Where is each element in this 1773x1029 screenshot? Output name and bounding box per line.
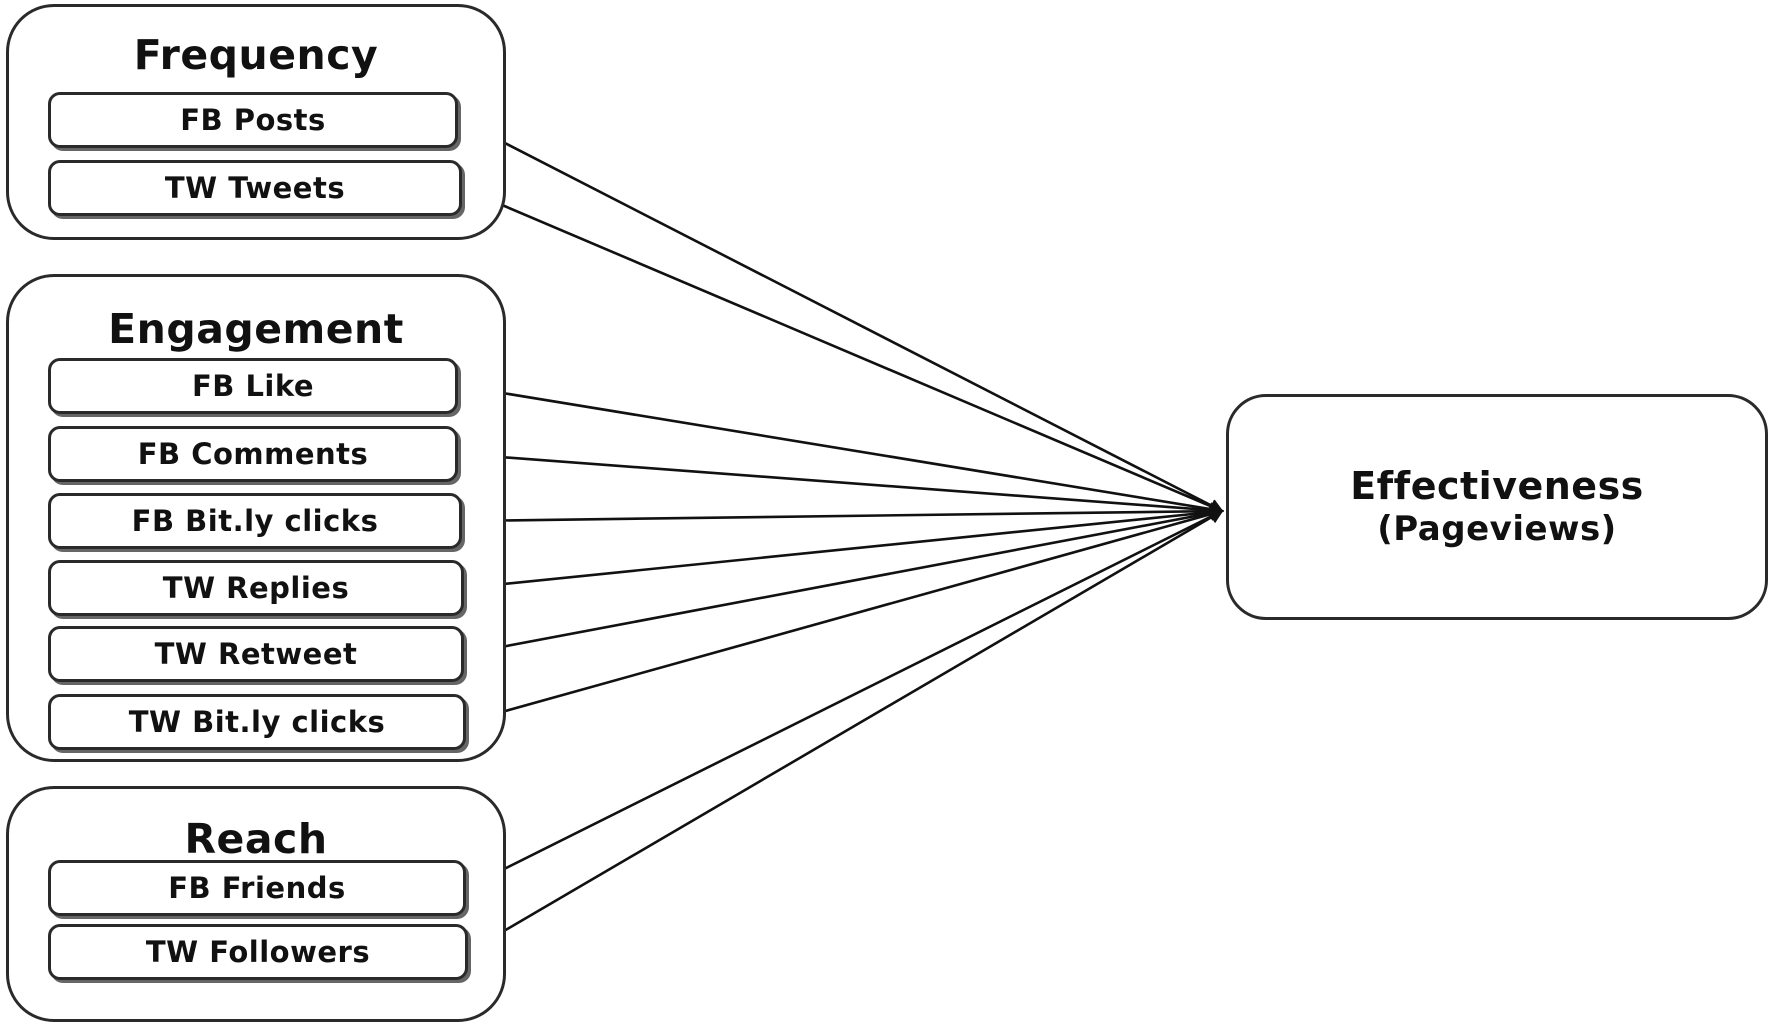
arrow-engagement-tw-replies xyxy=(463,505,1224,590)
group-title-engagement: Engagement xyxy=(108,305,404,353)
arrow-engagement-tw-retweet xyxy=(463,506,1224,656)
arrow-frequency-fb-posts xyxy=(459,118,1224,513)
item-fb-bitly-clicks: FB Bit.ly clicks xyxy=(48,493,462,549)
item-fb-like: FB Like xyxy=(48,358,458,414)
item-tw-bitly-clicks: TW Bit.ly clicks xyxy=(48,694,466,750)
target-effectiveness: Effectiveness (Pageviews) xyxy=(1226,394,1768,620)
arrow-reach-fb-friends xyxy=(465,509,1224,890)
arrow-engagement-tw-bitly xyxy=(465,507,1224,724)
arrow-frequency-tw-tweets xyxy=(461,186,1224,513)
item-tw-followers: TW Followers xyxy=(48,924,468,980)
target-title: Effectiveness xyxy=(1350,463,1644,508)
item-tw-replies: TW Replies xyxy=(48,560,464,616)
item-tw-tweets: TW Tweets xyxy=(48,160,462,216)
group-title-reach: Reach xyxy=(184,815,328,863)
target-subtitle: (Pageviews) xyxy=(1377,509,1617,550)
arrow-engagement-fb-like xyxy=(459,384,1224,516)
arrow-engagement-fb-comments xyxy=(459,452,1224,518)
group-title-frequency: Frequency xyxy=(133,31,379,79)
arrow-reach-tw-followers xyxy=(467,509,1224,954)
item-tw-retweet: TW Retweet xyxy=(48,626,464,682)
arrow-engagement-fb-bitly xyxy=(461,504,1224,523)
item-fb-friends: FB Friends xyxy=(48,860,466,916)
item-fb-posts: FB Posts xyxy=(48,92,458,148)
item-fb-comments: FB Comments xyxy=(48,426,458,482)
